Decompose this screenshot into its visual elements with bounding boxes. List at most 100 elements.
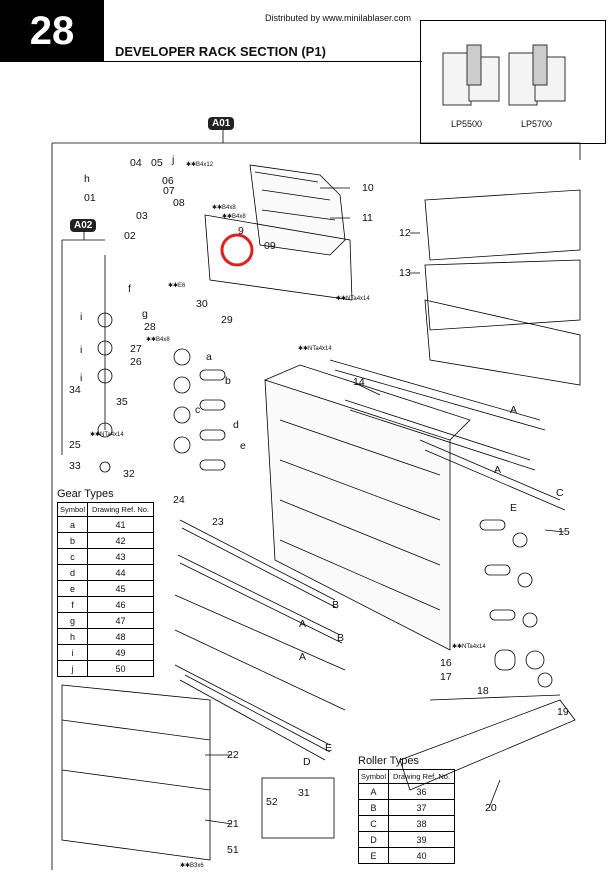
fastener-label: ✱✱NTa4x14: [452, 644, 486, 650]
symbol-cell: a: [57, 516, 88, 533]
ref-number-cell: 48: [87, 628, 154, 645]
roller-types-caption: Roller Types: [358, 755, 419, 767]
callout-label: 9: [238, 225, 244, 237]
symbol-cell: f: [57, 596, 88, 613]
callout-label: 32: [123, 468, 135, 480]
header-ref: Drawing Ref. No.: [388, 769, 455, 784]
symbol-cell: A: [358, 783, 389, 800]
callout-label: g: [142, 308, 148, 320]
callout-label: i: [80, 311, 83, 323]
assembly-tag-a01: A01: [208, 117, 235, 130]
callout-label: e: [240, 440, 246, 452]
fastener-label: ✱✱NTa4x14: [90, 432, 124, 438]
ref-number-cell: 37: [388, 799, 455, 816]
callout-label: 08: [173, 197, 185, 209]
ref-number-cell: 49: [87, 644, 154, 661]
fastener-label: ✱✱B4x8: [222, 214, 246, 220]
callout-label: 05: [151, 157, 163, 169]
callout-label: 12: [399, 227, 411, 239]
header-ref: Drawing Ref. No.: [87, 502, 154, 517]
callout-label: 14: [353, 376, 365, 388]
symbol-cell: B: [358, 799, 389, 816]
callout-label: b: [225, 375, 231, 387]
ref-number-cell: 43: [87, 548, 154, 565]
callout-label: 25: [69, 439, 81, 451]
callout-label: 07: [163, 185, 175, 197]
callout-label: 52: [266, 796, 278, 808]
symbol-cell: g: [57, 612, 88, 629]
callout-label: 01: [84, 192, 96, 204]
distributor-text: Distributed by www.minilablaser.com: [265, 13, 412, 23]
callout-label: A: [299, 618, 307, 630]
ref-number-cell: 41: [87, 516, 154, 533]
printer-illustrations: [442, 44, 566, 106]
callout-label: 06: [162, 175, 174, 187]
callout-label: i: [80, 344, 83, 356]
gear-types-caption: Gear Types: [57, 488, 114, 500]
callout-label: 22: [227, 749, 239, 761]
callout-label: 27: [130, 343, 142, 355]
model-box: LP5500 LP5700: [420, 20, 606, 144]
callout-label: 15: [558, 526, 570, 538]
assembly-tag-a02: A02: [70, 219, 97, 232]
callout-label: E: [510, 502, 518, 514]
ref-number-cell: 42: [87, 532, 154, 549]
callout-label: B: [337, 632, 345, 644]
model-lp5700: LP5700: [521, 119, 553, 129]
callout-label: d: [233, 419, 239, 431]
ref-number-cell: 47: [87, 612, 154, 629]
ref-number-cell: 44: [87, 564, 154, 581]
callout-label: 09: [264, 240, 276, 252]
ref-number-cell: 39: [388, 831, 455, 848]
callout-label: 18: [477, 685, 489, 697]
callout-label: 35: [116, 396, 128, 408]
fastener-label: ✱✱E6: [168, 283, 186, 289]
fastener-label: ✱✱B3x6: [180, 863, 204, 869]
fastener-label: ✱✱NTa4x14: [336, 296, 370, 302]
callout-label: 23: [212, 516, 224, 528]
page-title: DEVELOPER RACK SECTION (P1): [115, 44, 326, 59]
callout-label: 04: [130, 157, 142, 169]
highlight-circle: [220, 233, 254, 267]
fastener-label: ✱✱B4x8: [212, 205, 236, 211]
symbol-cell: e: [57, 580, 88, 597]
ref-number-cell: 36: [388, 783, 455, 800]
callout-label: h: [84, 173, 90, 185]
callout-label: 30: [196, 298, 208, 310]
symbol-cell: C: [358, 815, 389, 832]
model-lp5500: LP5500: [451, 119, 483, 129]
ref-number-cell: 40: [388, 847, 455, 864]
callout-label: 26: [130, 356, 142, 368]
header-symbol: Symbol: [358, 769, 389, 784]
symbol-cell: i: [57, 644, 88, 661]
symbol-cell: D: [358, 831, 389, 848]
symbol-cell: c: [57, 548, 88, 565]
title-rule: [104, 61, 422, 62]
page-number: 28: [0, 0, 104, 62]
ref-number-cell: 50: [87, 660, 154, 677]
callout-label: a: [206, 351, 212, 363]
callout-label: 20: [485, 802, 497, 814]
ref-number-cell: 38: [388, 815, 455, 832]
callout-label: 17: [440, 671, 452, 683]
ref-number-cell: 46: [87, 596, 154, 613]
symbol-cell: h: [57, 628, 88, 645]
fastener-label: ✱✱B4x12: [186, 162, 214, 168]
header-symbol: Symbol: [57, 502, 88, 517]
callout-label: 33: [69, 460, 81, 472]
callout-label: 03: [136, 210, 148, 222]
callout-label: 10: [362, 182, 374, 194]
callout-label: 11: [362, 212, 373, 224]
